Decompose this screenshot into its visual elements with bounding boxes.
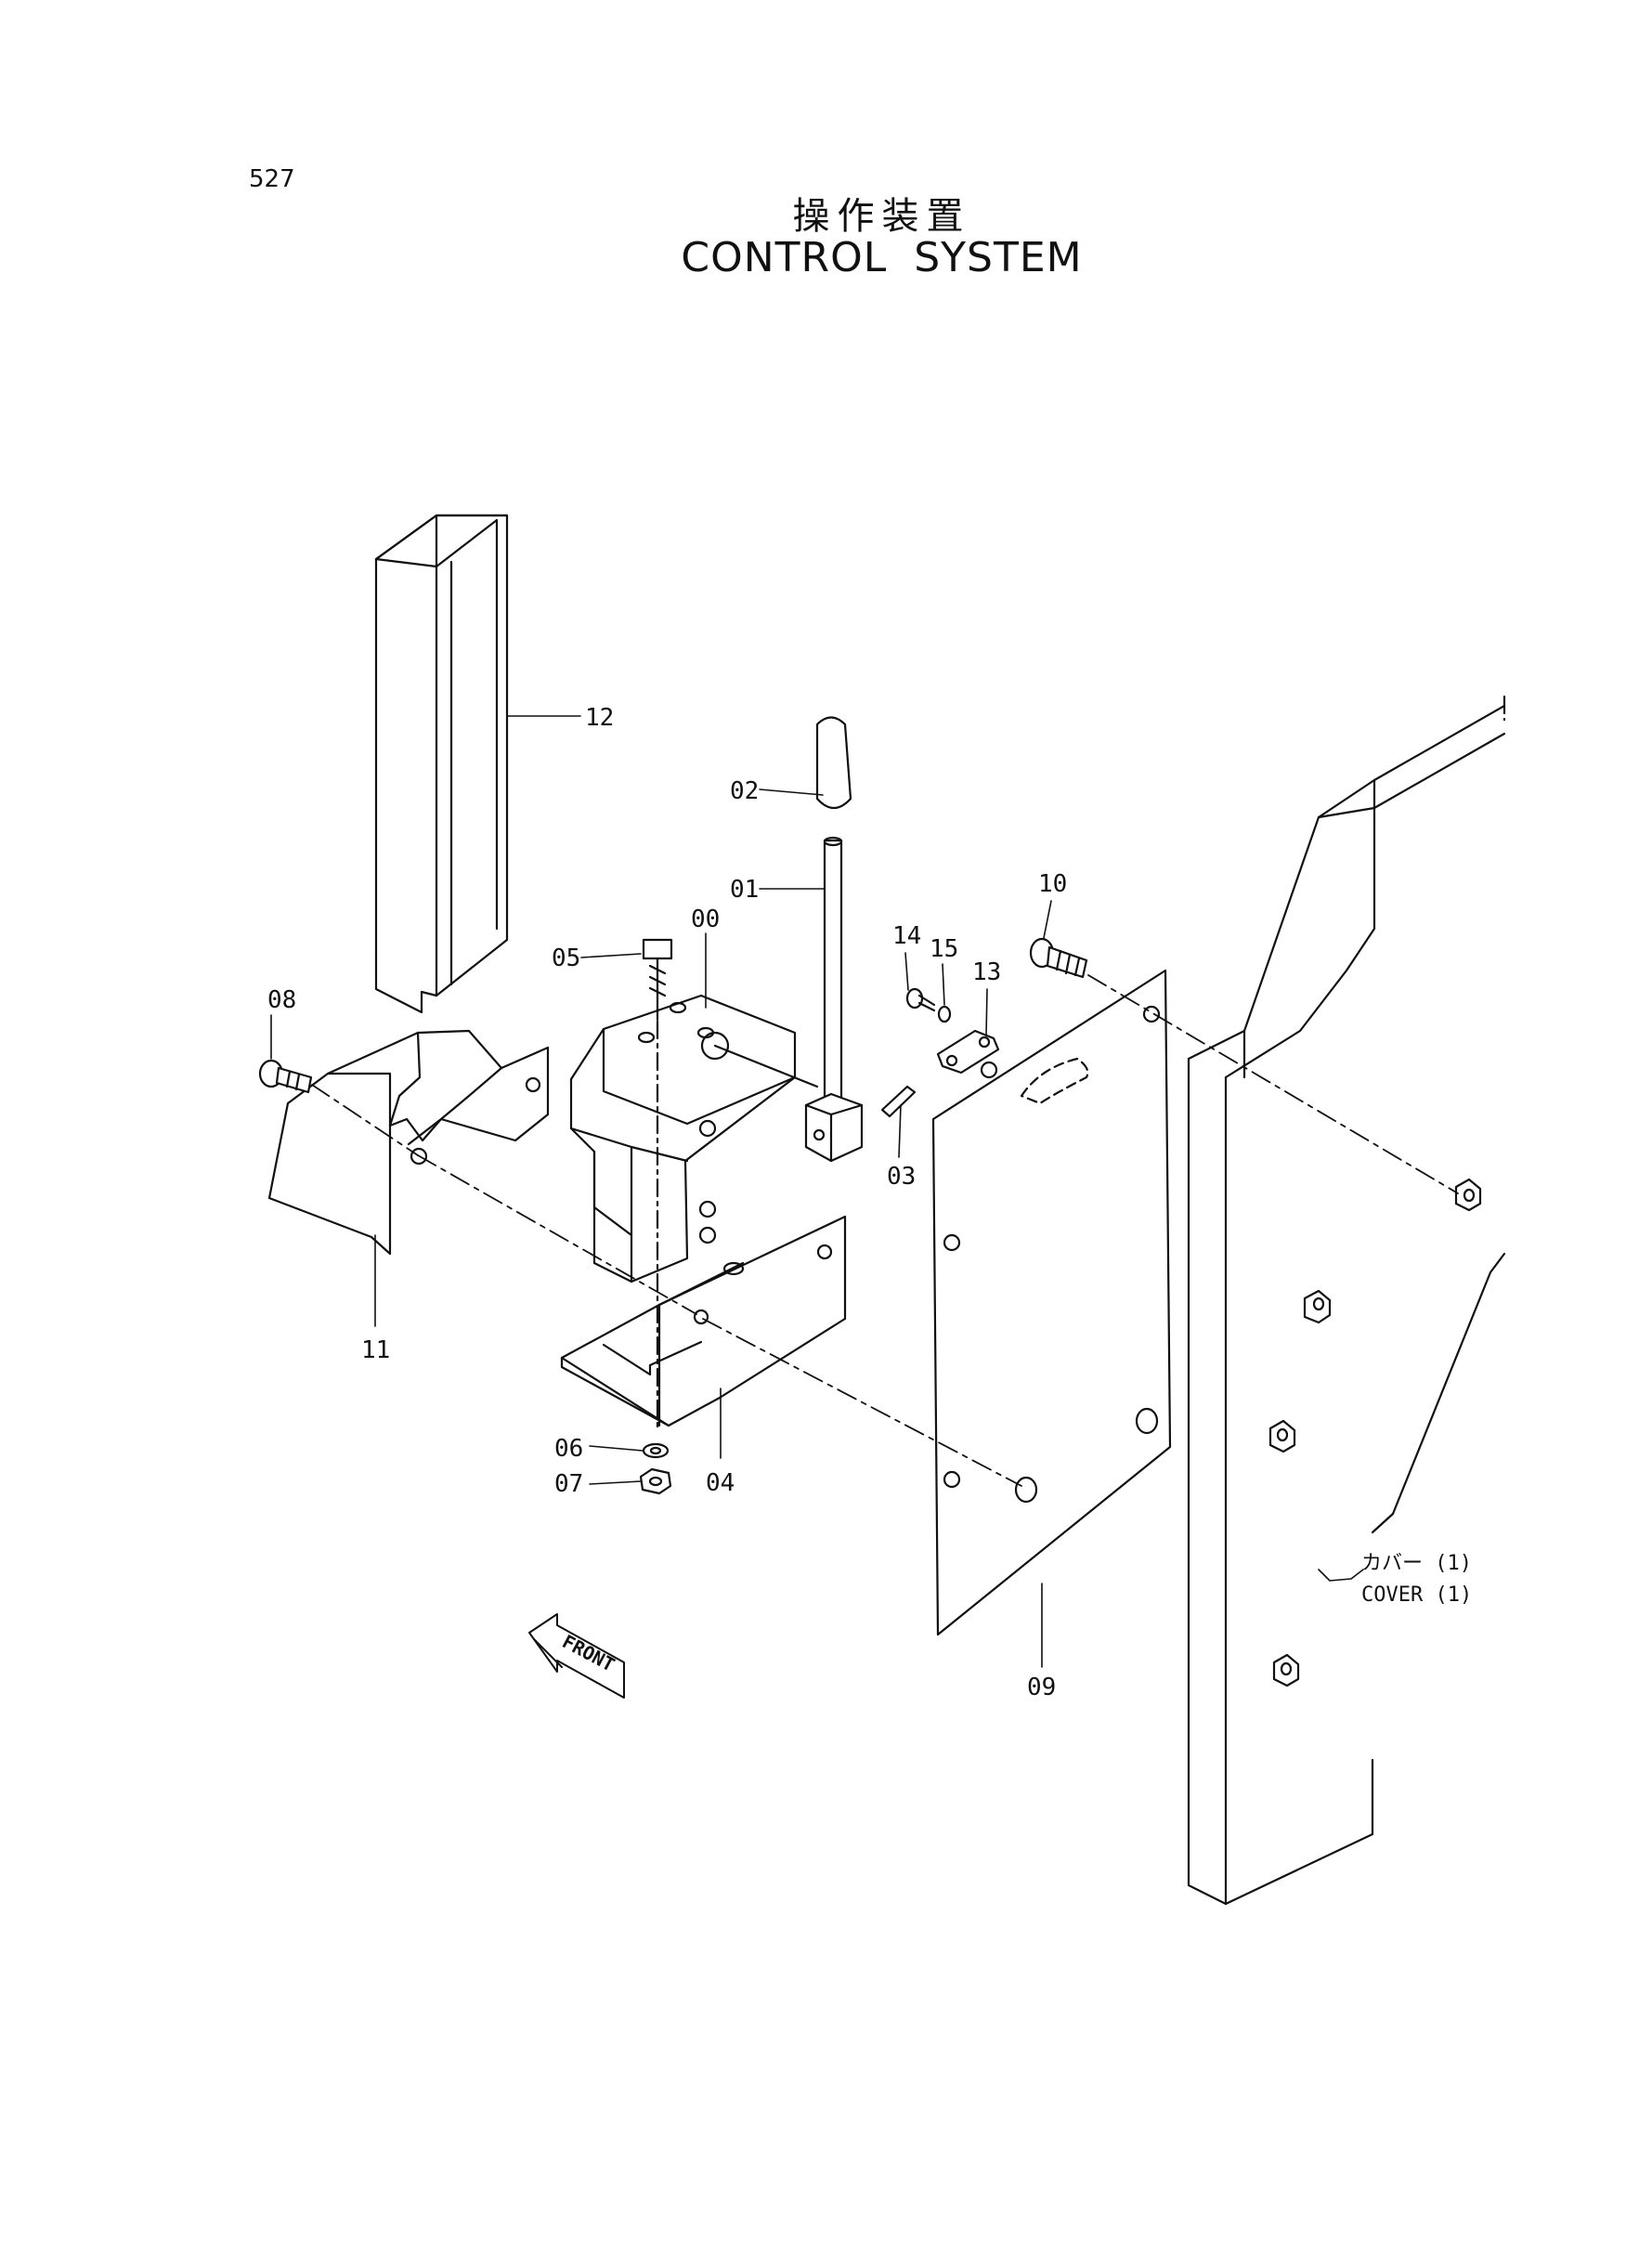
label-part-10: 10: [1038, 870, 1067, 898]
part-12-channel-cover: [374, 514, 509, 1014]
label-part-01: 01: [730, 876, 759, 904]
label-part-14: 14: [892, 922, 921, 950]
part-02-knob: [815, 716, 852, 810]
title-english: CONTROL SYSTEM: [681, 234, 1083, 281]
label-part-03: 03: [887, 1163, 916, 1191]
label-part-15: 15: [930, 935, 958, 963]
part-10-bolt: [1029, 937, 1088, 979]
label-part-11: 11: [361, 1336, 390, 1364]
part-14-screw: [905, 987, 936, 1012]
part-06-washer: [642, 1442, 670, 1459]
label-part-02: 02: [730, 777, 759, 805]
part-11-bracket: [267, 1029, 550, 1256]
part-07-nut: [639, 1467, 672, 1495]
label-part-05: 05: [552, 945, 580, 972]
cover-frame: [1187, 695, 1506, 1906]
title-japanese: 操作装置: [792, 195, 971, 238]
cover-label-japanese: カバー (1): [1361, 1552, 1472, 1575]
label-part-04: 04: [706, 1469, 735, 1497]
leader-lines: [270, 715, 1364, 1668]
label-part-09: 09: [1027, 1674, 1056, 1701]
cover-label-english: COVER (1): [1361, 1583, 1472, 1607]
part-01-lever: [804, 836, 864, 1163]
part-08-bolt: [258, 1059, 313, 1094]
part-05-bolt: [642, 938, 673, 1432]
assembly-lines: [311, 974, 1459, 1487]
label-part-08: 08: [267, 986, 296, 1014]
part-03-pin: [880, 1085, 917, 1118]
label-part-12: 12: [585, 704, 614, 732]
page-number: 527: [249, 165, 295, 193]
front-arrow: [528, 1613, 625, 1699]
label-part-13: 13: [972, 958, 1001, 986]
part-15-washer: [937, 1005, 952, 1023]
label-part-00: 00: [691, 905, 720, 933]
part-13-clip: [936, 1029, 1000, 1075]
part-00-valve-body: [569, 994, 819, 1283]
part-09-panel: [931, 969, 1172, 1636]
label-part-07: 07: [554, 1470, 583, 1498]
label-part-06: 06: [554, 1435, 583, 1463]
part-04-angle-bracket: [560, 1215, 847, 1427]
